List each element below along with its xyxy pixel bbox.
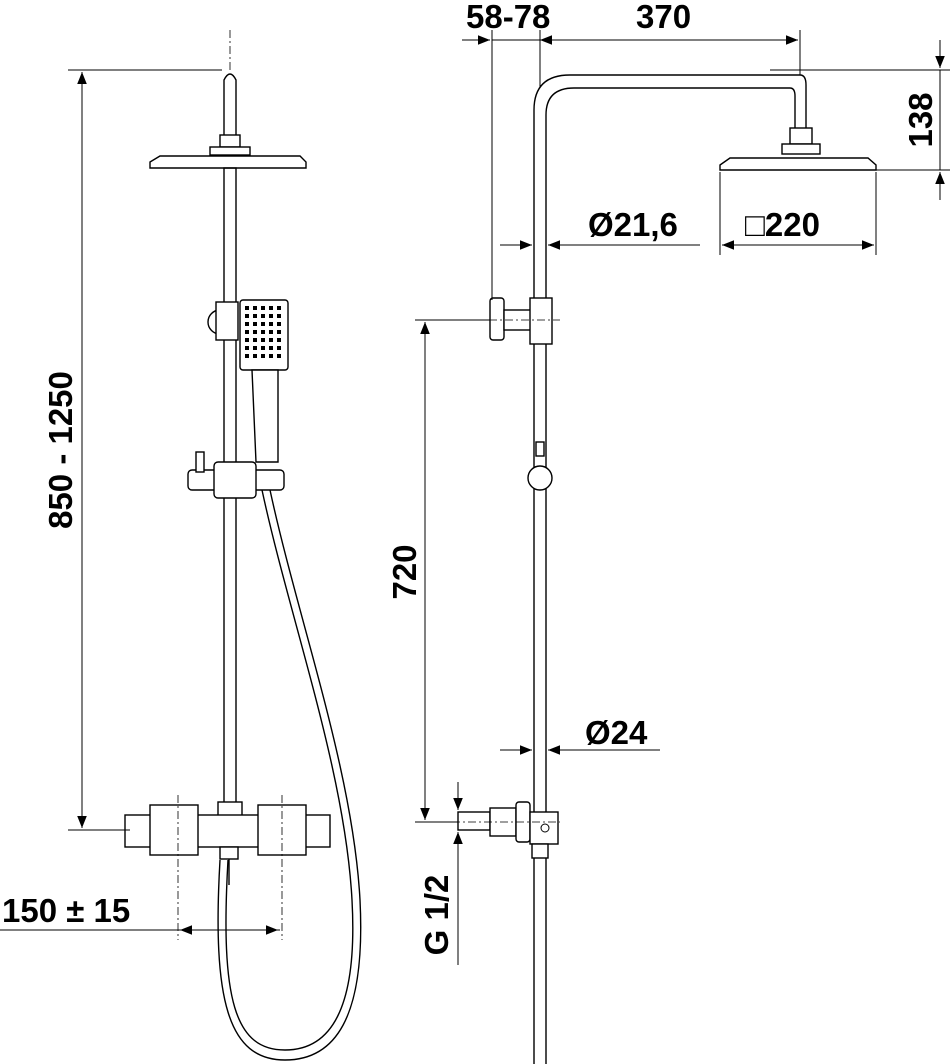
nozzle [245,338,249,342]
hose [225,489,354,1051]
hand-shower-handle [251,369,279,463]
dim-thread: G 1/2 [418,875,455,956]
nozzle [253,330,257,334]
nozzle [261,322,265,326]
nozzle [253,306,257,310]
upper-valve-clamp [529,297,553,345]
nozzle [269,330,273,334]
rain-shower-head-side [719,157,877,171]
head-collar [209,146,251,156]
slider-knob [195,451,205,473]
slider-stem [535,441,545,457]
valve-screw [540,823,550,833]
upper-valve-knob [489,297,505,341]
rain-shower-head [149,155,307,169]
dim-wall-offset: 58-78 [466,0,550,35]
nozzle [245,346,249,350]
hose-outer [217,489,362,1061]
nozzle [277,314,281,318]
nozzle [261,306,265,310]
nozzle [277,354,281,358]
nozzle [269,322,273,326]
nozzle [261,354,265,358]
nozzle [269,354,273,358]
nozzle [277,346,281,350]
nozzle [245,314,249,318]
nozzle [253,338,257,342]
nozzle [269,346,273,350]
front-view: 850 - 1250 150 ± 15 [0,30,362,1061]
hand-shower-nozzles [245,306,281,358]
riser-arm-outer [533,74,807,1064]
dim-head-size: □220 [745,206,820,243]
nozzle [269,338,273,342]
head-connector [219,134,241,148]
nozzle [245,330,249,334]
nozzle [245,354,249,358]
nozzle [253,314,257,318]
dim-pipe-diameter-upper: Ø21,6 [588,206,678,243]
nozzle [245,322,249,326]
lower-valve-clamp [529,811,559,845]
nozzle [261,330,265,334]
dim-valve-height: 720 [386,544,423,599]
riser-arm-inner [545,87,796,1064]
dim-inlet-spacing: 150 ± 15 [2,892,130,929]
dim-arm-length: 370 [636,0,691,35]
dim-pipe-diameter-lower: Ø24 [585,714,648,751]
nozzle [253,322,257,326]
mixer-outlet [219,846,239,860]
lower-connector [531,843,549,859]
nozzle [253,346,257,350]
mixer-connector [217,801,243,817]
head-connector [789,127,813,145]
dim-head-drop: 138 [902,92,939,147]
nozzle [269,314,273,318]
dim-height-range: 850 - 1250 [42,371,79,529]
hand-shower-head [239,299,289,371]
inlet-pipe [457,811,491,831]
slider-side [527,465,553,491]
nozzle [253,354,257,358]
shower-arm-top [223,73,237,145]
nozzle [261,314,265,318]
nozzle [277,330,281,334]
nozzle [277,338,281,342]
nozzle [245,306,249,310]
nozzle [277,322,281,326]
nozzle [277,306,281,310]
head-collar [781,143,821,155]
side-view: 58-78 370 138 Ø21,6 □220 720 Ø24 G 1/2 [386,0,950,1064]
nozzle [269,306,273,310]
left-knob [149,804,199,856]
nozzle [261,346,265,350]
holder-bracket [215,301,239,341]
slider-body [213,461,257,499]
nozzle [261,338,265,342]
